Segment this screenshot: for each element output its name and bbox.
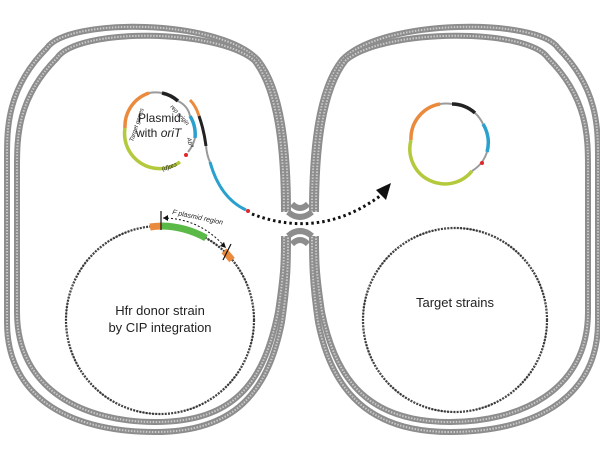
f-region-marker-right xyxy=(222,243,232,261)
f-region-orange-right xyxy=(221,248,235,263)
feature-ab-resistance: AbR xyxy=(185,136,195,149)
transferring-strand-orange xyxy=(188,98,201,117)
plasmid-segment-black xyxy=(161,91,180,103)
rp-orit-marker xyxy=(480,161,484,165)
plasmid-segment-blue xyxy=(188,115,197,139)
rp-green xyxy=(408,139,474,186)
rp-blue xyxy=(481,123,491,153)
target-outer-membrane-texture xyxy=(311,25,599,434)
f-region-orange-left xyxy=(149,222,163,231)
plasmid-title-orit: oriT xyxy=(161,126,183,140)
plasmid-segment-green xyxy=(122,127,182,171)
plasmid-title-prefix: with xyxy=(135,126,161,140)
rp-orange xyxy=(409,102,441,141)
f-region-span-arrow xyxy=(162,217,227,249)
bridge-top-inner xyxy=(289,201,311,211)
transferring-strand-black xyxy=(197,115,208,147)
f-region-arrowhead-right xyxy=(220,242,226,248)
rp-gray-lower xyxy=(471,151,488,172)
plasmid-title-line1: Plasmid xyxy=(138,111,181,125)
bridge-top-outer xyxy=(286,209,314,220)
plasmid-title-line2: with oriT xyxy=(135,126,183,140)
transferring-strand-gray xyxy=(177,100,191,117)
bridge-bottom-inner xyxy=(289,237,311,247)
target-inner-membrane-texture xyxy=(315,34,589,424)
transfer-arrowhead xyxy=(376,183,391,200)
donor-outer-membrane-texture xyxy=(6,25,289,434)
plasmid-segment-gray-top xyxy=(148,91,163,94)
donor-outer-membrane xyxy=(3,23,291,436)
orit-marker xyxy=(184,153,188,157)
f-plasmid-region: F plasmid region xyxy=(149,209,235,263)
target-label: Target strains xyxy=(416,295,495,310)
transfer-arrow xyxy=(251,183,391,226)
f-region-label: F plasmid region xyxy=(172,209,224,227)
target-outer-membrane xyxy=(309,23,600,436)
transferring-strand-blue xyxy=(208,161,247,212)
donor-label-line2: by CIP integration xyxy=(108,320,211,335)
target-chromosome xyxy=(361,226,549,414)
transfer-arrow-path xyxy=(251,194,381,226)
transferring-strand-orit xyxy=(246,209,250,213)
f-region-green xyxy=(161,222,208,242)
transferring-strand-gray2 xyxy=(205,145,211,163)
target-chromosome-wave xyxy=(362,227,548,413)
donor-chromosome-wave xyxy=(65,225,255,415)
rp-gray-top xyxy=(439,102,453,105)
rp-gray-right xyxy=(474,112,484,125)
bridge-bottom-outer xyxy=(286,228,314,239)
ab-superscript: R xyxy=(190,144,196,148)
plasmid-segment-gray-right xyxy=(187,137,196,153)
membrane-group xyxy=(3,23,600,436)
donor-inner-membrane-texture xyxy=(16,34,285,424)
plasmid-segment-orange xyxy=(123,91,150,129)
f-region-arrowhead-left xyxy=(163,215,168,221)
donor-plasmid: Plasmid with oriT Target genes rep origi… xyxy=(122,91,250,213)
feature-cat-gene: cat(p) xyxy=(161,161,177,172)
received-plasmid xyxy=(408,102,491,186)
ab-label: Ab xyxy=(185,136,193,146)
donor-label-line1: Hfr donor strain xyxy=(115,303,205,318)
rp-black xyxy=(451,102,477,115)
